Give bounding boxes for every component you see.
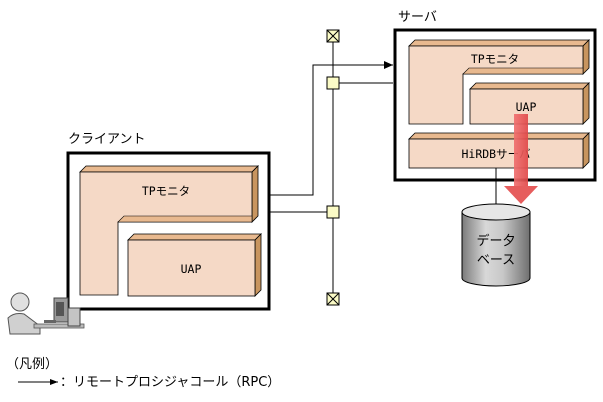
legend-arrow-icon: [18, 379, 58, 385]
client-title: クライアント: [68, 132, 145, 147]
server-tp-monitor-label: TPモニタ: [471, 52, 519, 66]
client-uap-block: [127, 233, 262, 297]
bus-terminator-top: [326, 29, 340, 43]
client-tp-monitor-label: TPモニタ: [142, 184, 190, 198]
legend-rpc-label: ：リモートプロシジャコール（RPC）: [60, 375, 280, 390]
server-hirdb-label: HiRDBサーバ: [461, 147, 531, 161]
bus-connector-server: [326, 76, 340, 90]
database-cylinder-icon: [461, 203, 531, 287]
client-tp-monitor-block: [79, 165, 259, 296]
server-title: サーバ: [398, 10, 437, 25]
bus-connector-client: [326, 205, 340, 219]
server-hirdb-block: [408, 132, 590, 169]
client-uap-label: UAP: [181, 262, 202, 276]
server-uap-label: UAP: [516, 100, 537, 114]
db-access-arrow: [504, 114, 538, 204]
database-label-line1: デー夕: [476, 233, 515, 249]
server-tp-monitor-block: [408, 39, 590, 125]
bus-terminator-bottom: [326, 292, 340, 306]
database-label-line2: ベース: [477, 253, 515, 268]
rpc-arrowhead: [384, 61, 393, 69]
legend-title: （凡例）: [6, 357, 58, 372]
user-at-computer-icon: [7, 292, 85, 335]
